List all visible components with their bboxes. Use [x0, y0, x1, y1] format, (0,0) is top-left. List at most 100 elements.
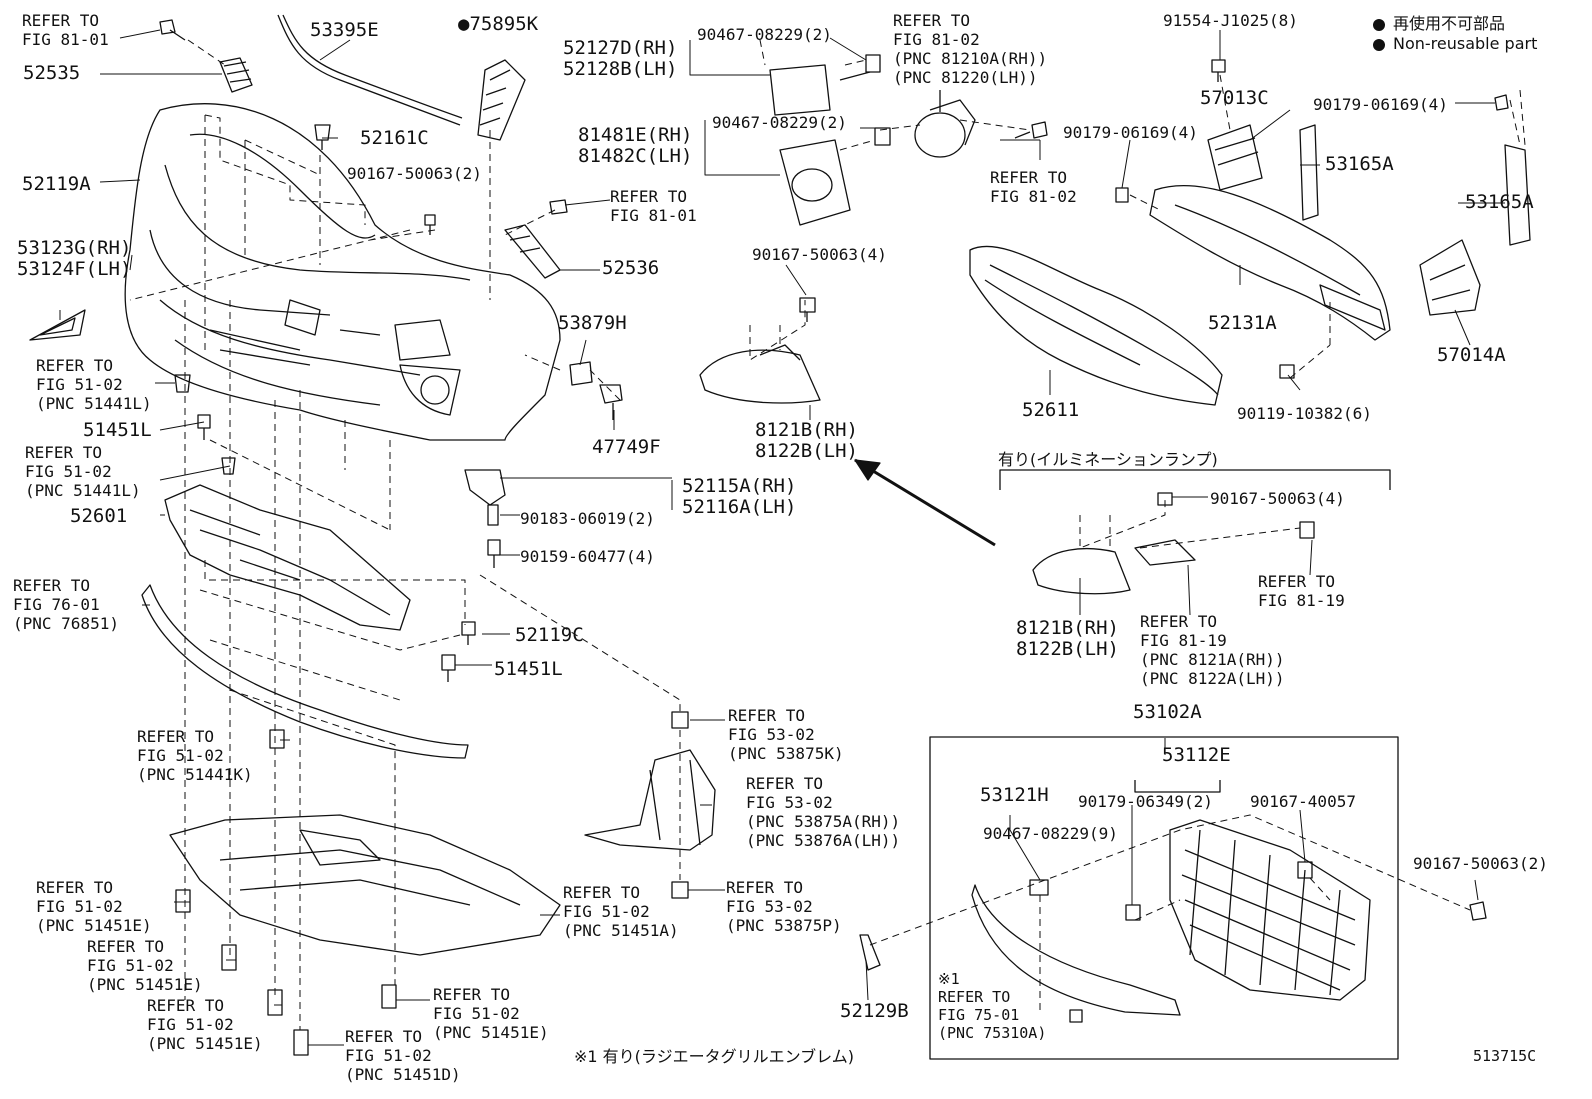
part-number-51451l-a[interactable]: 51451L: [83, 419, 152, 441]
callout-refer-fig-51-02-51441k[interactable]: REFER TO FIG 51-02 (PNC 51441K): [137, 727, 253, 784]
callout-refer-fig-81-02-fog[interactable]: REFER TO FIG 81-02 (PNC 81210A(RH)) (PNC…: [893, 11, 1048, 87]
bracket-57014a: [1419, 239, 1481, 316]
callout-refer-fig-51-02-51451e-c[interactable]: REFER TO FIG 51-02 (PNC 51451E): [147, 996, 263, 1053]
part-number-8121b-8122b-a[interactable]: 8121B(RH) 8122B(LH): [755, 419, 858, 462]
callout-refer-fig-81-02[interactable]: REFER TO FIG 81-02: [990, 168, 1077, 206]
part-number-52536[interactable]: 52536: [602, 257, 660, 279]
legend-non-reusable-en: Non-reusable part: [1373, 34, 1537, 53]
part-number-90167-50063-a[interactable]: 90167-50063(2): [347, 164, 482, 183]
part-number-90179-06349[interactable]: 90179-06349(2): [1078, 792, 1213, 811]
part-number-90467-08229-b[interactable]: 90467-08229(2): [712, 113, 847, 132]
part-number-90119-10382[interactable]: 90119-10382(6): [1237, 404, 1372, 423]
callout-refer-fig-76-01[interactable]: REFER TO FIG 76-01 (PNC 76851): [13, 576, 119, 633]
part-number-90159-60477[interactable]: 90159-60477(4): [520, 547, 655, 566]
part-number-53879h[interactable]: 53879H: [558, 312, 627, 334]
part-number-90183-06019[interactable]: 90183-06019(2): [520, 509, 655, 528]
part-number-91554-j1025[interactable]: 91554-J1025(8): [1163, 11, 1298, 30]
callout-refer-fig-75-01[interactable]: ※1 REFER TO FIG 75-01 (PNC 75310A): [938, 970, 1047, 1042]
part-number-52119a[interactable]: 52119A: [22, 173, 91, 195]
callout-refer-fig-53-02-53875p[interactable]: REFER TO FIG 53-02 (PNC 53875P): [726, 878, 842, 935]
bracket-52536: [504, 224, 561, 279]
bumper-cover-52119a: [124, 103, 561, 441]
fog-lamp: [914, 112, 966, 158]
bracket-57013c: [1207, 124, 1263, 191]
bracket-52115a: [464, 469, 506, 506]
part-number-8121b-8122b-b[interactable]: 8121B(RH) 8122B(LH): [1016, 617, 1119, 660]
part-number-52131a[interactable]: 52131A: [1208, 312, 1277, 334]
part-number-53112e[interactable]: 53112E: [1162, 744, 1231, 766]
plate-52127d: [769, 64, 831, 116]
non-reusable-dot-icon: ●: [458, 13, 470, 35]
part-number-52129b[interactable]: 52129B: [840, 1000, 909, 1022]
part-number-90467-08229-c[interactable]: 90467-08229(9): [983, 824, 1118, 843]
part-number-53102a[interactable]: 53102A: [1133, 701, 1202, 723]
part-number-52119c[interactable]: 52119C: [515, 624, 584, 646]
callout-refer-fig-51-02-51451a[interactable]: REFER TO FIG 51-02 (PNC 51451A): [563, 883, 679, 940]
bezel-81481e: [779, 139, 851, 226]
absorber-52611: [969, 245, 1223, 406]
reinforcement-52131a: [1149, 184, 1391, 341]
side-cover: [584, 749, 716, 851]
callout-refer-fig-81-19-a[interactable]: REFER TO FIG 81-19: [1258, 572, 1345, 610]
part-number-53165a-b[interactable]: 53165A: [1465, 191, 1534, 213]
part-number-52127d-52128b[interactable]: 52127D(RH) 52128B(LH): [563, 37, 678, 80]
part-75895k: [477, 59, 526, 141]
molding-53121h: [971, 884, 1181, 1016]
part-number-90167-50063-d[interactable]: 90167-50063(2): [1413, 854, 1548, 873]
part-number-52535[interactable]: 52535: [23, 62, 81, 84]
part-number-53123g-53124f[interactable]: 53123G(RH) 53124F(LH): [17, 237, 132, 280]
lamp-8121b-lower: [1032, 547, 1131, 595]
non-reusable-bullet-icon: [1373, 18, 1385, 31]
figure-id: 513715C: [1473, 1047, 1537, 1065]
legend-non-reusable-jp: 再使用不可部品: [1373, 10, 1505, 34]
part-number-52611[interactable]: 52611: [1022, 399, 1080, 421]
non-reusable-bullet-icon: [1373, 38, 1385, 51]
part-number-53165a-a[interactable]: 53165A: [1325, 153, 1394, 175]
callout-refer-fig-51-02-51451d[interactable]: REFER TO FIG 51-02 (PNC 51451D): [345, 1027, 461, 1084]
under-cover: [169, 814, 561, 956]
callout-refer-fig-51-02-51441l-b[interactable]: REFER TO FIG 51-02 (PNC 51441L): [25, 443, 141, 500]
molding-53395e: [277, 14, 461, 126]
part-number-53395e[interactable]: 53395E: [310, 19, 379, 41]
bracket-53165a-right: [1504, 144, 1531, 246]
callout-refer-fig-81-19-b[interactable]: REFER TO FIG 81-19 (PNC 8121A(RH)) (PNC …: [1140, 612, 1285, 688]
part-number-57013c[interactable]: 57013C: [1200, 87, 1269, 109]
part-number-57014a[interactable]: 57014A: [1437, 344, 1506, 366]
part-number-90167-50063-c[interactable]: 90167-50063(4): [1210, 489, 1345, 508]
part-number-52601[interactable]: 52601: [70, 505, 128, 527]
lamp-8121b-upper: [699, 349, 821, 404]
part-number-52115a-52116a[interactable]: 52115A(RH) 52116A(LH): [682, 475, 797, 518]
part-number-90167-40057[interactable]: 90167-40057: [1250, 792, 1356, 811]
lamp-cover: [1134, 539, 1196, 566]
clip-53879h: [569, 361, 593, 386]
part-number-47749f[interactable]: 47749F: [592, 436, 661, 458]
callout-refer-fig-51-02-51451e-a[interactable]: REFER TO FIG 51-02 (PNC 51451E): [36, 878, 152, 935]
part-number-90167-50063-b[interactable]: 90167-50063(4): [752, 245, 887, 264]
part-number-75895k-text: 75895K: [469, 13, 539, 35]
callout-refer-fig-81-01-a[interactable]: REFER TO FIG 81-01: [22, 11, 109, 49]
note-illumination-lamp: 有り(イルミネーションランプ): [998, 450, 1218, 469]
bracket-52535: [219, 57, 253, 93]
part-number-53121h[interactable]: 53121H: [980, 784, 1049, 806]
part-number-90179-06169-a[interactable]: 90179-06169(4): [1313, 95, 1448, 114]
grille-53112e: [1169, 819, 1371, 1001]
emblem-52129b: [859, 934, 881, 971]
callout-refer-fig-81-01-b[interactable]: REFER TO FIG 81-01: [610, 187, 697, 225]
part-number-75895k[interactable]: ●75895K: [458, 14, 538, 35]
part-number-81481e-81482c[interactable]: 81481E(RH) 81482C(LH): [578, 124, 693, 167]
grille-assembly-box: [929, 736, 1399, 1060]
retainer-52601: [164, 484, 411, 631]
part-number-51451l-b[interactable]: 51451L: [494, 658, 563, 680]
callout-refer-fig-53-02-53875k[interactable]: REFER TO FIG 53-02 (PNC 53875K): [728, 706, 844, 763]
callout-refer-fig-51-02-51441l-a[interactable]: REFER TO FIG 51-02 (PNC 51441L): [36, 356, 152, 413]
part-number-52161c[interactable]: 52161C: [360, 127, 429, 149]
callout-refer-fig-51-02-51451e-d[interactable]: REFER TO FIG 51-02 (PNC 51451E): [433, 985, 549, 1042]
part-number-90467-08229-a[interactable]: 90467-08229(2): [697, 25, 832, 44]
part-number-90179-06169-b[interactable]: 90179-06169(4): [1063, 123, 1198, 142]
marker-53123g: [29, 309, 86, 341]
callout-refer-fig-53-02-53875a[interactable]: REFER TO FIG 53-02 (PNC 53875A(RH)) (PNC…: [746, 774, 901, 850]
callout-refer-fig-51-02-51451e-b[interactable]: REFER TO FIG 51-02 (PNC 51451E): [87, 937, 203, 994]
legend-line-jp: 再使用不可部品: [1393, 14, 1506, 33]
